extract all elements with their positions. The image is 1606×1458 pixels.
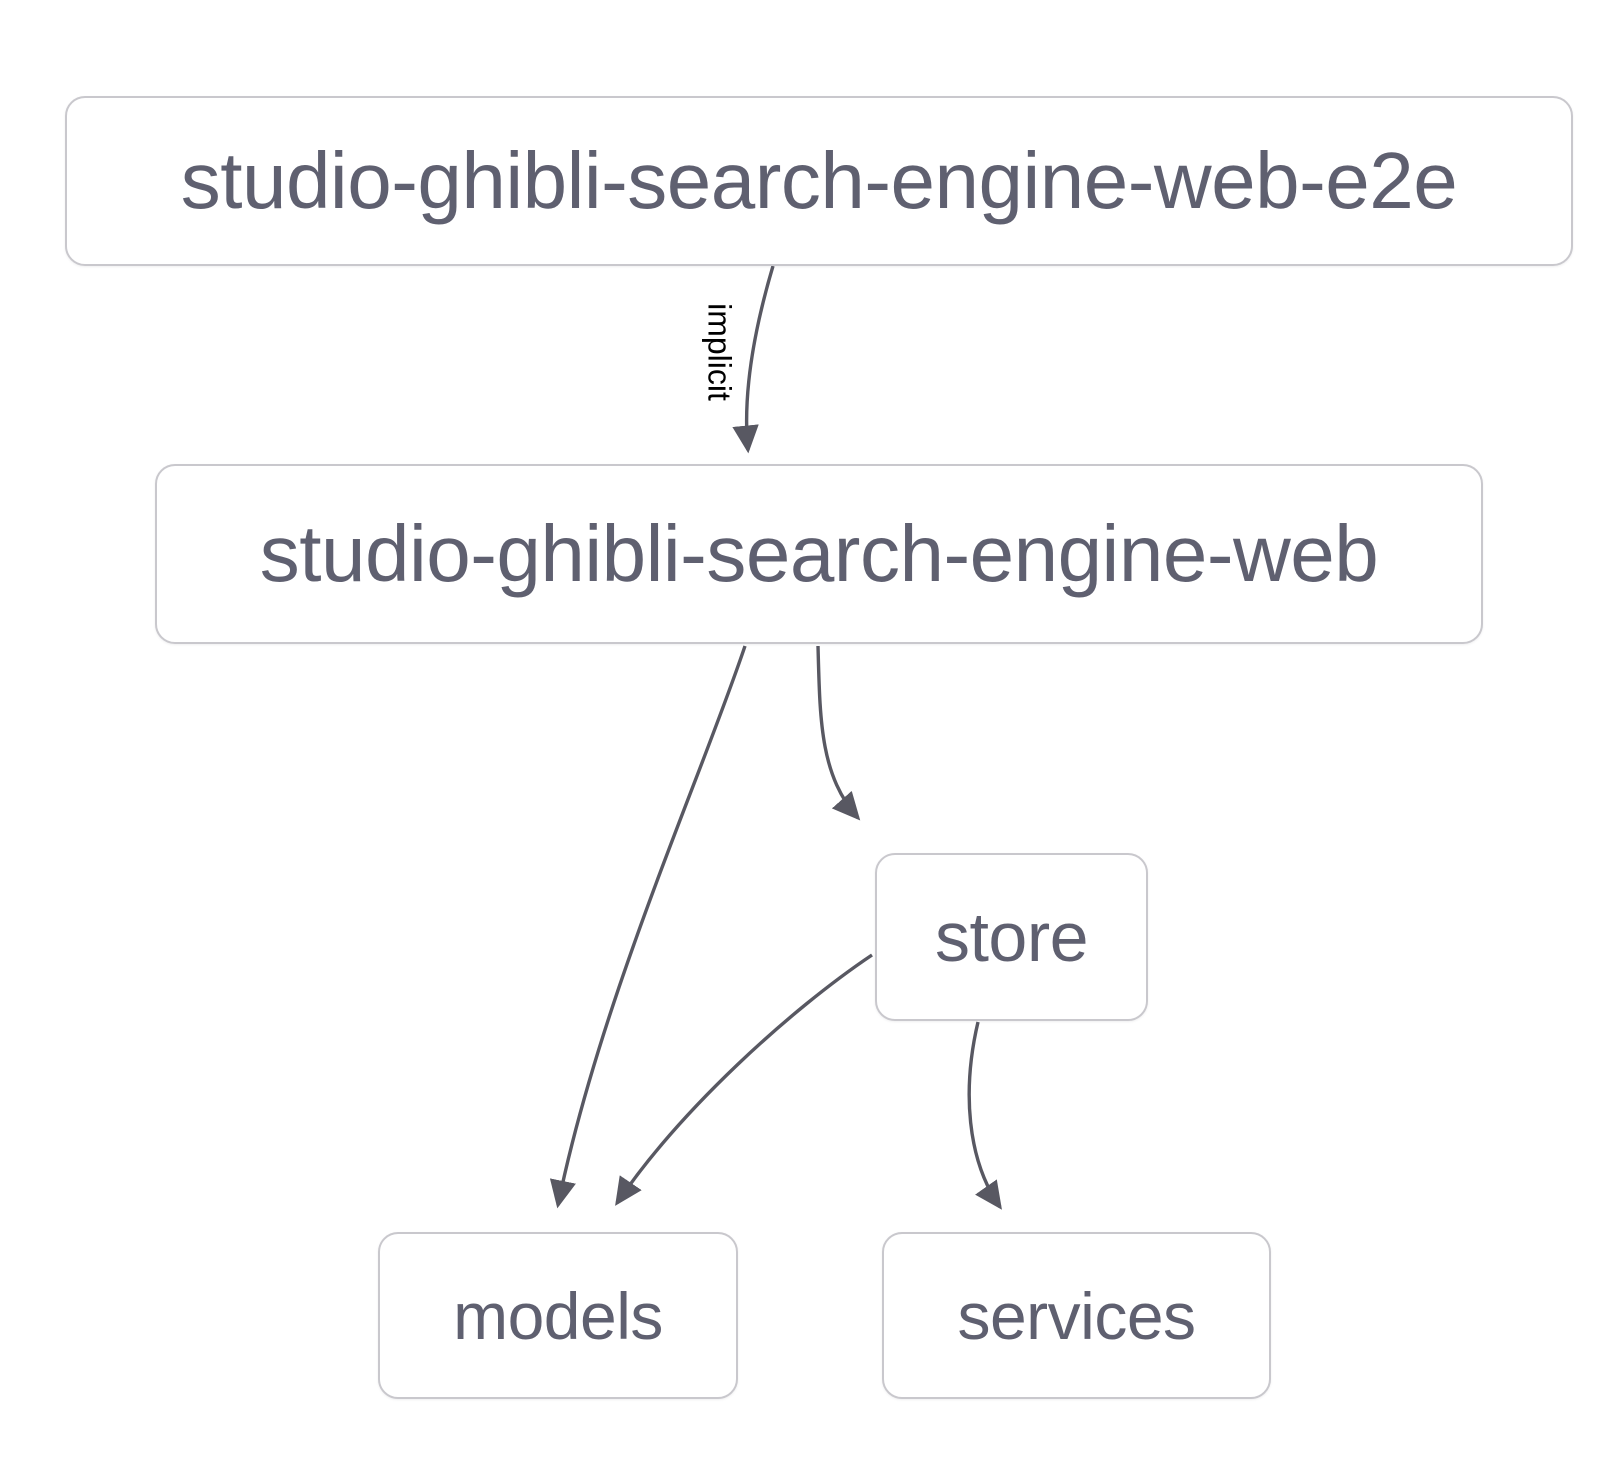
- edge-web-to-store: [816, 645, 861, 821]
- edge-label-implicit: implicit: [701, 303, 738, 401]
- node-store[interactable]: store: [875, 853, 1148, 1021]
- node-studio-ghibli-search-engine-web[interactable]: studio-ghibli-search-engine-web: [155, 464, 1483, 644]
- node-models[interactable]: models: [378, 1232, 738, 1399]
- node-label: models: [453, 1278, 663, 1353]
- node-label: studio-ghibli-search-engine-web: [259, 509, 1379, 598]
- node-label: store: [934, 898, 1089, 976]
- edge-web-to-models: [549, 645, 747, 1209]
- edge-e2e-to-web: [732, 265, 775, 454]
- node-services[interactable]: services: [882, 1232, 1271, 1399]
- node-studio-ghibli-search-engine-web-e2e[interactable]: studio-ghibli-search-engine-web-e2e: [65, 96, 1573, 266]
- edge-store-to-services: [967, 1021, 1002, 1210]
- edge-store-to-models: [615, 953, 873, 1206]
- node-label: studio-ghibli-search-engine-web-e2e: [180, 136, 1458, 225]
- node-label: services: [957, 1278, 1196, 1353]
